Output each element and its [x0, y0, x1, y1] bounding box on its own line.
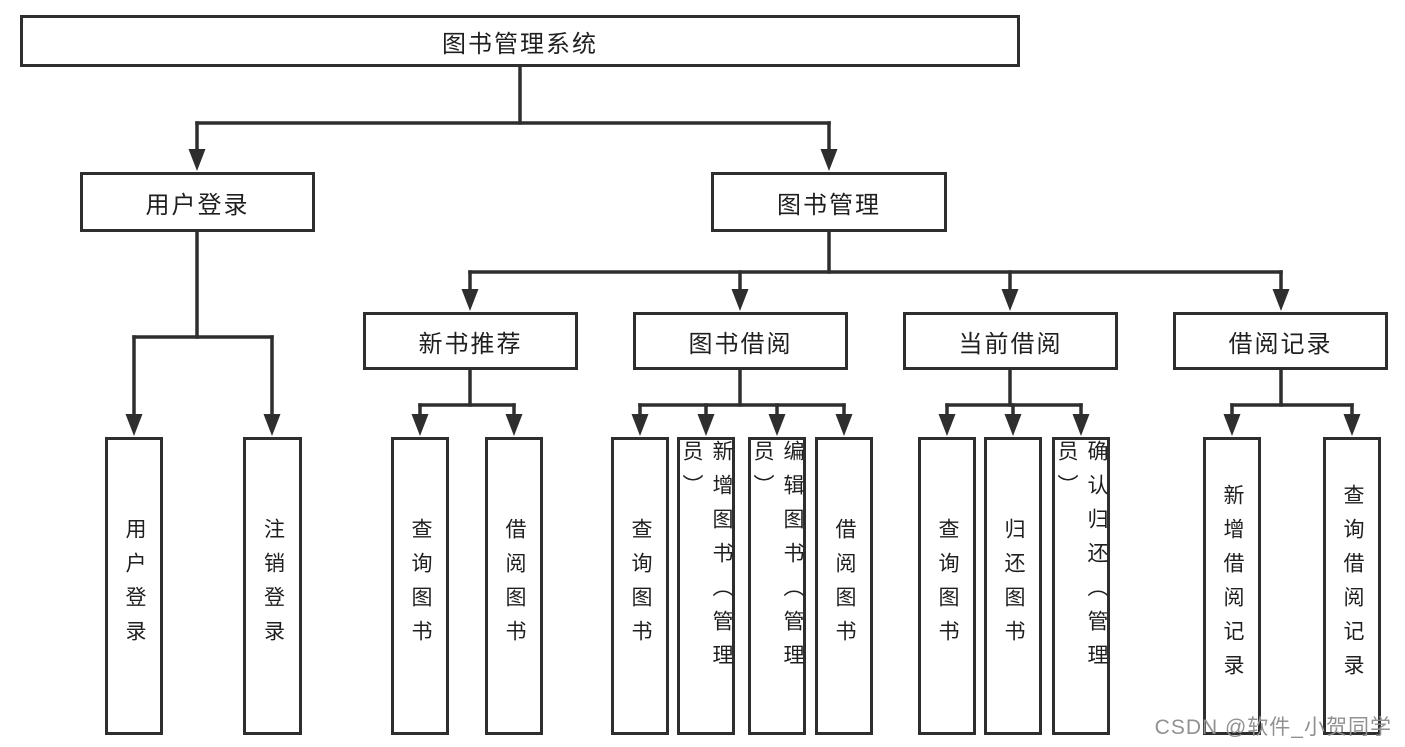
node-user-login-leaf: 用户登录 — [105, 437, 163, 735]
node-logout: 注销登录 — [243, 437, 302, 735]
arrowhead — [1272, 289, 1290, 311]
arrowhead — [411, 414, 429, 436]
connector-new-book-rec-children — [411, 368, 523, 436]
node-br-query-borrow-record: 查询借阅记录 — [1323, 437, 1381, 735]
arrowhead — [188, 149, 206, 171]
arrowhead — [505, 414, 523, 436]
node-book-borrowing: 图书借阅 — [633, 312, 848, 370]
arrowhead — [631, 414, 649, 436]
arrowhead — [820, 149, 838, 171]
node-new-book-recommend: 新书推荐 — [363, 312, 578, 370]
csdn-watermark: CSDN @软件_小贺同学 — [1154, 716, 1392, 739]
arrowhead — [1072, 414, 1090, 436]
node-cb-return-books: 归还图书 — [984, 437, 1042, 735]
connector-borrow-records-children — [1223, 368, 1361, 436]
arrowhead — [697, 414, 715, 436]
node-book-management: 图书管理 — [711, 172, 947, 232]
node-cb-query-books: 查询图书 — [918, 437, 976, 735]
node-br-add-borrow-record: 新增借阅记录 — [1203, 437, 1261, 735]
arrowhead — [768, 414, 786, 436]
arrowhead — [731, 289, 749, 311]
connector-book-mgmt-children — [461, 230, 1290, 311]
node-bb-borrow-books: 借阅图书 — [815, 437, 873, 735]
connector-current-borrow-children — [938, 368, 1090, 436]
arrowhead — [835, 414, 853, 436]
node-user-login: 用户登录 — [80, 172, 315, 232]
arrowhead — [938, 414, 956, 436]
arrowhead — [1001, 289, 1019, 311]
arrowhead — [1343, 414, 1361, 436]
arrowhead — [1004, 414, 1022, 436]
node-bb-edit-books-admin: 编辑图书（管理员） — [748, 437, 806, 735]
arrowhead — [263, 414, 281, 436]
node-borrowing-records: 借阅记录 — [1173, 312, 1388, 370]
arrowhead — [1223, 414, 1241, 436]
connector-root-to-level2 — [188, 65, 838, 171]
connector-user-login-children — [125, 230, 281, 436]
node-bb-add-books-admin: 新增图书（管理员） — [677, 437, 735, 735]
connector-book-borrow-children — [631, 368, 853, 436]
arrowhead — [125, 414, 143, 436]
node-rec-query-books: 查询图书 — [391, 437, 449, 735]
node-rec-borrow-books: 借阅图书 — [485, 437, 543, 735]
node-library-management-system: 图书管理系统 — [20, 15, 1020, 67]
node-bb-query-books: 查询图书 — [611, 437, 669, 735]
arrowhead — [461, 289, 479, 311]
node-current-borrowing: 当前借阅 — [903, 312, 1118, 370]
node-cb-confirm-return-admin: 确认归还（管理员） — [1052, 437, 1110, 735]
